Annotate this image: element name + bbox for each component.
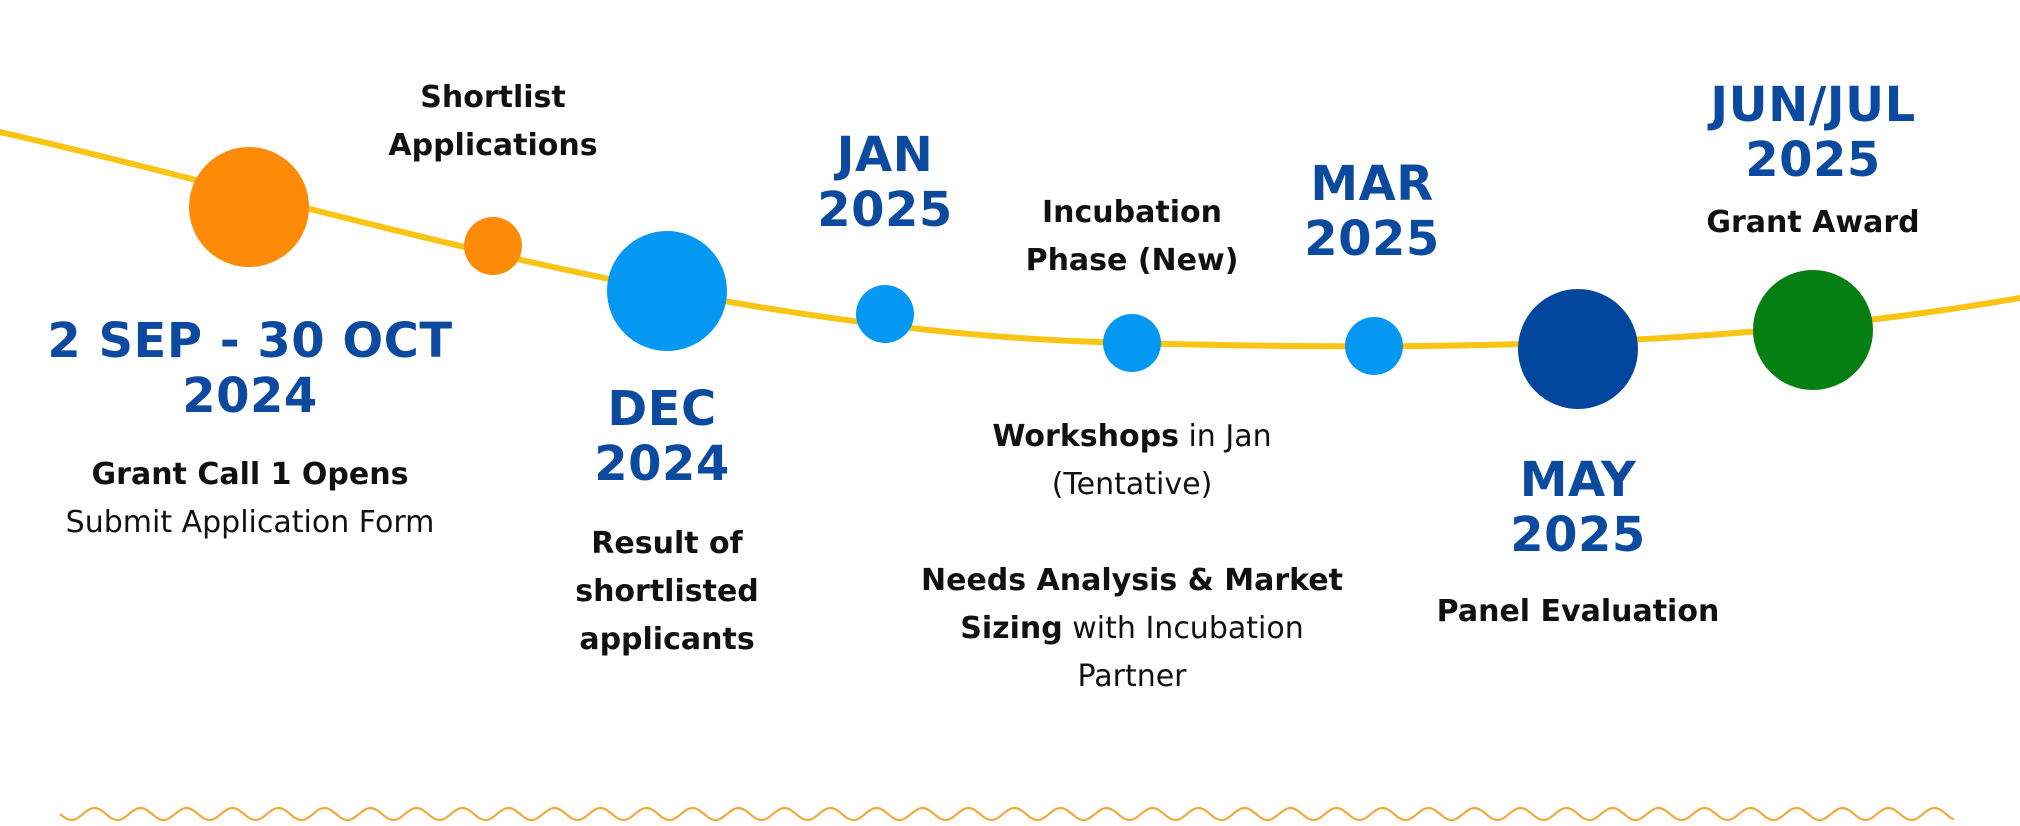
milestone-mar-2025-date: MAR 2025 — [1252, 156, 1492, 268]
milestone-shortlist-text: Shortlist Applications — [343, 74, 643, 170]
milestone-dot-jan-2025 — [856, 285, 914, 343]
workshops-note: (Tentative) — [1051, 467, 1213, 502]
milestone-dot-sep-2024 — [189, 147, 309, 267]
milestone-dec-2024-text: Result of shortlisted applicants — [537, 520, 797, 664]
milestone-dot-jun-jul-2025 — [1753, 270, 1873, 390]
milestone-dot-shortlist — [464, 217, 522, 275]
milestone-dot-incubation — [1103, 314, 1161, 372]
needs-bold: Sizing — [960, 611, 1063, 646]
milestone-desc: Submit Application Form — [65, 505, 435, 540]
milestone-jun-jul-2025-date: JUN/JUL 2025 — [1663, 77, 1963, 189]
date-line: JUN/JUL — [1710, 77, 1916, 133]
workshops-line: Workshops in Jan — [942, 413, 1322, 461]
milestone-incubation-needs: Needs Analysis & Market Sizing with Incu… — [912, 557, 1352, 701]
milestone-may-2025-date: MAY 2025 — [1458, 452, 1698, 564]
date-line: MAR — [1310, 156, 1434, 212]
wavy-divider — [59, 806, 1955, 822]
date-line: DEC — [607, 381, 717, 437]
workshops-rest: in Jan — [1178, 419, 1272, 454]
date-year: 2025 — [1510, 507, 1646, 564]
milestone-jan-2025-date: JAN 2025 — [765, 127, 1005, 239]
milestone-title-line: shortlisted — [575, 574, 759, 609]
milestone-may-2025-text: Panel Evaluation — [1418, 588, 1738, 636]
milestone-title-line: Incubation — [1042, 195, 1222, 230]
milestone-title-line: Shortlist — [420, 80, 566, 115]
milestone-jun-jul-2025-text: Grant Award — [1673, 199, 1953, 247]
milestone-incubation-workshops: Workshops in Jan (Tentative) — [942, 413, 1322, 509]
date-year: 2025 — [1304, 211, 1440, 268]
milestone-title-line: Result of — [591, 526, 743, 561]
date-year: 2024 — [594, 436, 730, 493]
milestone-dec-2024-date: DEC 2024 — [537, 381, 787, 493]
date-year: 2025 — [1745, 132, 1881, 189]
milestone-dot-mar-2025 — [1345, 317, 1403, 375]
milestone-title-line: Applications — [388, 128, 598, 163]
milestone-sep-2024-date: 2 SEP - 30 OCT 2024 — [30, 313, 470, 425]
milestone-title: Panel Evaluation — [1436, 594, 1720, 629]
milestone-dot-may-2025 — [1518, 289, 1638, 409]
needs-line: Needs Analysis & Market — [920, 563, 1343, 598]
milestone-sep-2024-text: Grant Call 1 Opens Submit Application Fo… — [20, 451, 480, 547]
milestone-title-line: applicants — [579, 622, 755, 657]
date-year: 2025 — [817, 182, 953, 239]
date-year: 2024 — [182, 368, 318, 425]
workshops-bold: Workshops — [992, 419, 1179, 454]
milestone-title: Grant Call 1 Opens — [91, 457, 409, 492]
date-line: 2 SEP - 30 OCT — [47, 313, 453, 369]
milestone-incubation-text: Incubation Phase (New) — [982, 189, 1282, 285]
milestone-title: Grant Award — [1706, 205, 1920, 240]
needs-line2: Sizing with Incubation — [912, 605, 1352, 653]
needs-rest: with Incubation — [1062, 611, 1304, 646]
date-line: MAY — [1519, 452, 1637, 508]
milestone-dot-dec-2024 — [607, 231, 727, 351]
date-line: JAN — [836, 127, 934, 183]
needs-line3: Partner — [1077, 659, 1187, 694]
milestone-title-line: Phase (New) — [1025, 243, 1239, 278]
